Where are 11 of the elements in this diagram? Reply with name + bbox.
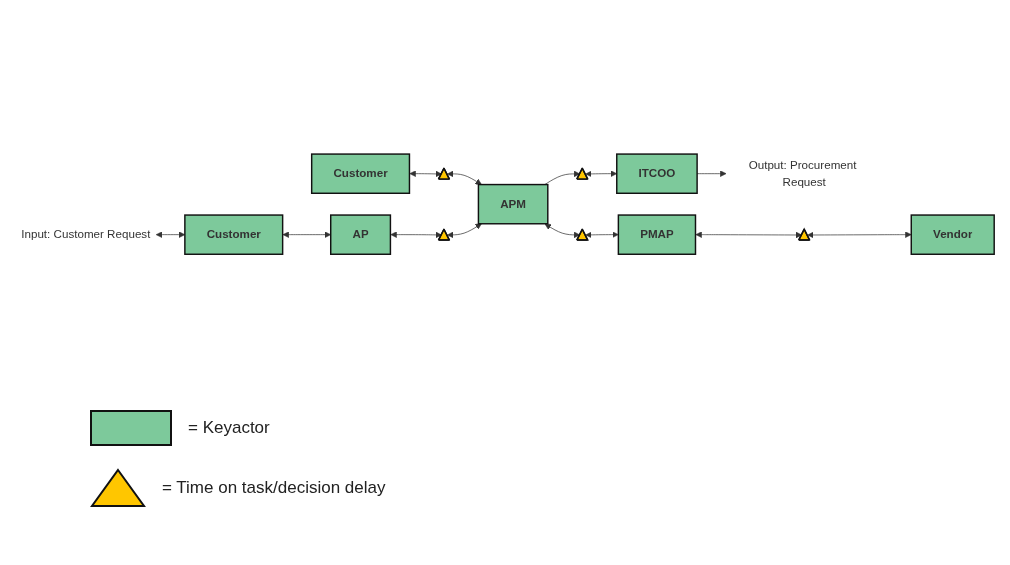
- node-box: Customer: [310, 153, 411, 195]
- node-box: Vendor: [910, 214, 995, 256]
- node-box: ITCOO: [616, 153, 698, 195]
- node-box: AP: [330, 214, 392, 256]
- node-box: Customer: [184, 214, 284, 256]
- node-text: Input: Customer Request: [21, 228, 151, 241]
- node-box: PMAP: [617, 214, 697, 256]
- node-box: APM: [477, 184, 549, 225]
- node-text: Output: Procurement Request: [748, 158, 857, 189]
- legend-text: = Keyactor: [188, 418, 270, 438]
- legend-text: = Time on task/decision delay: [162, 478, 386, 498]
